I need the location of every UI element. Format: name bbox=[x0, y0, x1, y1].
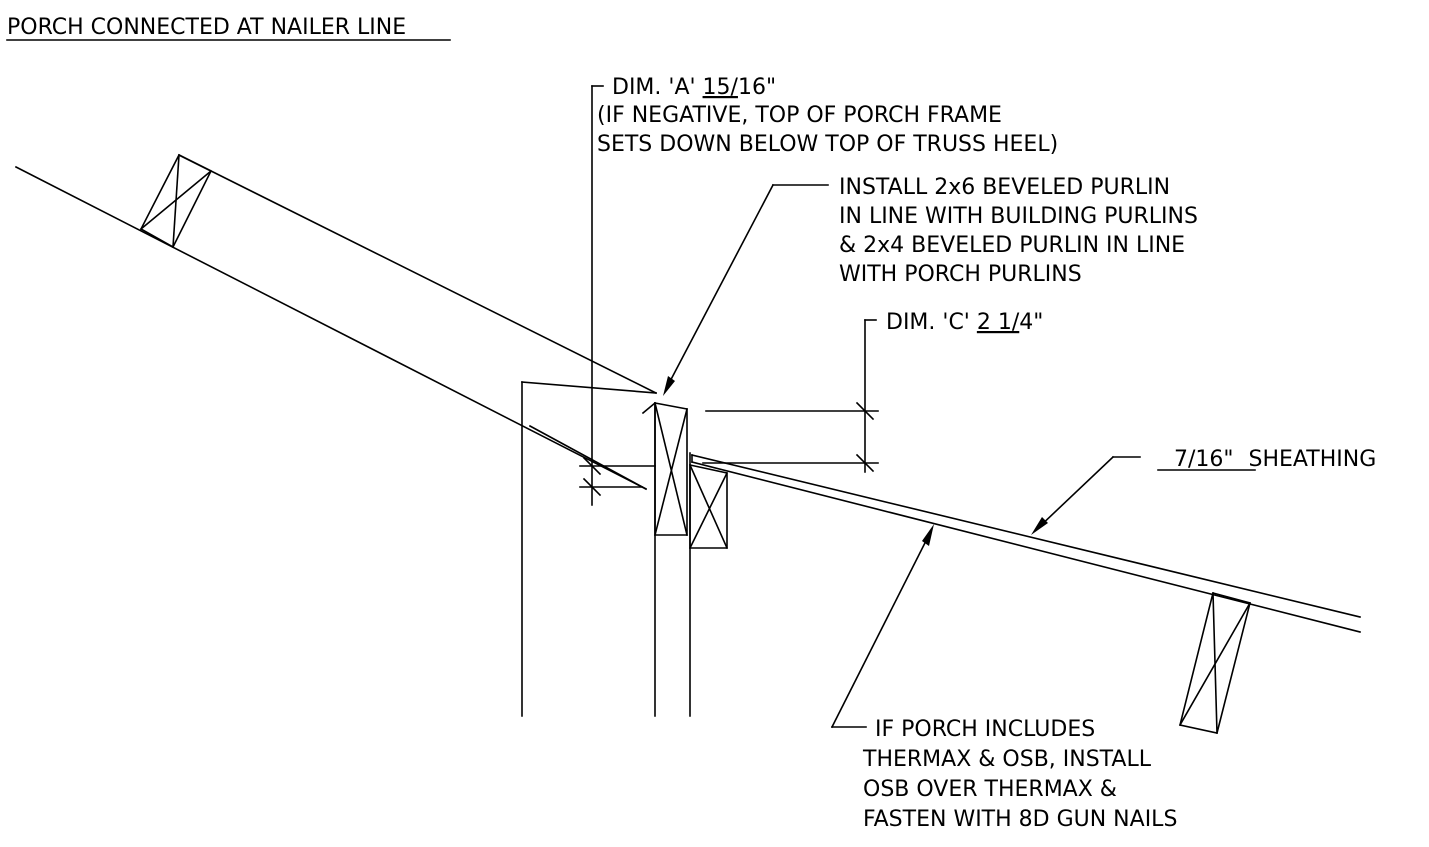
purlin-note-line3: & 2x4 BEVELED PURLIN IN LINE bbox=[839, 233, 1185, 258]
thermax-note-line4: FASTEN WITH 8D GUN NAILS bbox=[863, 807, 1177, 832]
diagram-title: PORCH CONNECTED AT NAILER LINE bbox=[7, 15, 406, 40]
truss-heel bbox=[521, 381, 691, 717]
porch-rafter-sheathing bbox=[691, 454, 1361, 633]
dim-a-note-line2: (IF NEGATIVE, TOP OF PORCH FRAME bbox=[597, 103, 1002, 128]
dim-a-callout: DIM. 'A' 15/16" (IF NEGATIVE, TOP OF POR… bbox=[579, 75, 1058, 506]
svg-text:DIM. 'C' 2 1/4": DIM. 'C' 2 1/4" bbox=[886, 310, 1043, 335]
porch-purlin-block bbox=[1178, 592, 1252, 734]
dim-c-value-rest: 4" bbox=[1019, 310, 1043, 335]
dim-c-value-underlined: 2 1/ bbox=[977, 310, 1020, 335]
sheathing-label: SHEATHING bbox=[1242, 447, 1377, 472]
dim-c-callout: DIM. 'C' 2 1/4" bbox=[702, 310, 1043, 473]
sheathing-value: 7/16" bbox=[1174, 447, 1234, 472]
thermax-note-line1: IF PORCH INCLUDES bbox=[875, 717, 1095, 742]
svg-text:7/16" SHEATHING: 7/16" SHEATHING bbox=[1174, 447, 1376, 472]
dim-a-value-underlined: 15/ bbox=[703, 75, 739, 100]
dim-a-value-rest: 16" bbox=[738, 75, 776, 100]
thermax-callout: IF PORCH INCLUDES THERMAX & OSB, INSTALL… bbox=[830, 524, 1177, 832]
purlin-note-line4: WITH PORCH PURLINS bbox=[839, 262, 1082, 287]
thermax-note-line2: THERMAX & OSB, INSTALL bbox=[862, 747, 1152, 772]
building-purlin-block bbox=[139, 153, 213, 249]
dim-c-prefix: DIM. 'C' bbox=[886, 310, 977, 335]
beveled-purlin-2x6 bbox=[654, 402, 688, 536]
beveled-purlin-2x4 bbox=[688, 463, 729, 550]
building-rafter bbox=[14, 153, 658, 491]
purlin-note-line2: IN LINE WITH BUILDING PURLINS bbox=[839, 204, 1198, 229]
svg-text:DIM. 'A' 15/16": DIM. 'A' 15/16" bbox=[612, 75, 776, 100]
purlin-note-line1: INSTALL 2x6 BEVELED PURLIN bbox=[839, 175, 1170, 200]
purlin-callout: INSTALL 2x6 BEVELED PURLIN IN LINE WITH … bbox=[663, 175, 1198, 396]
thermax-note-line3: OSB OVER THERMAX & bbox=[863, 777, 1117, 802]
dim-a-prefix: DIM. 'A' bbox=[612, 75, 703, 100]
dim-a-note-line3: SETS DOWN BELOW TOP OF TRUSS HEEL) bbox=[597, 132, 1058, 157]
sheathing-callout: 7/16" SHEATHING bbox=[1031, 447, 1376, 535]
